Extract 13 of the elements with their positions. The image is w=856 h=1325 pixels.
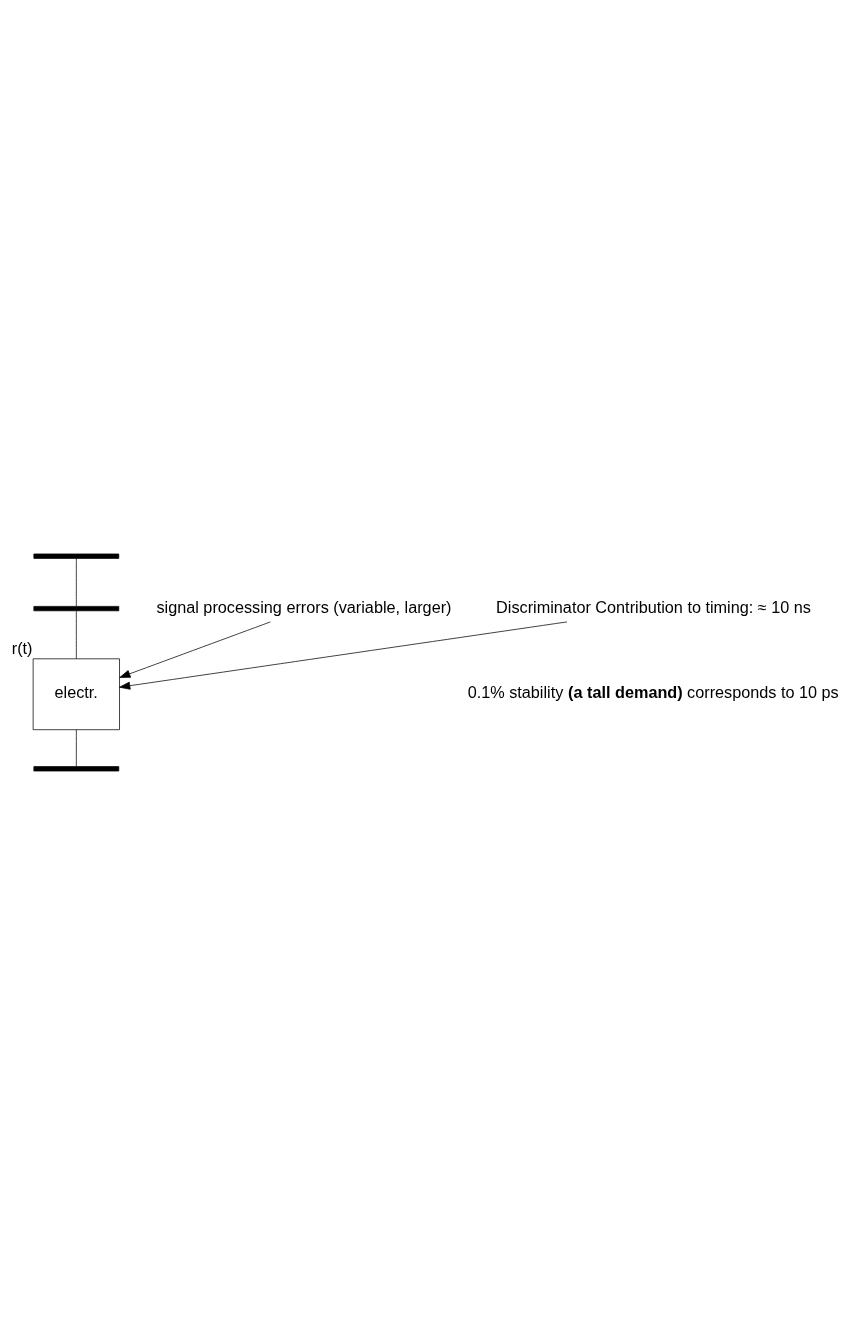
connector xyxy=(75,729,77,767)
node-bar xyxy=(33,606,120,612)
arrow xyxy=(119,621,568,690)
node-text: Discriminator Contribution to timing: ≈ 10 ns xyxy=(496,597,811,616)
connector xyxy=(75,610,77,659)
node-bar xyxy=(33,553,120,559)
node-label: r(t) xyxy=(11,639,33,658)
arrow xyxy=(119,621,271,678)
node-bar xyxy=(33,766,120,772)
node-box: electr. xyxy=(32,658,120,731)
node-text: signal processing errors (variable, larger) xyxy=(156,597,452,616)
connector xyxy=(75,558,77,607)
label: 0.1% stability (a tall demand) corresponds to 10 ps xyxy=(467,682,839,701)
